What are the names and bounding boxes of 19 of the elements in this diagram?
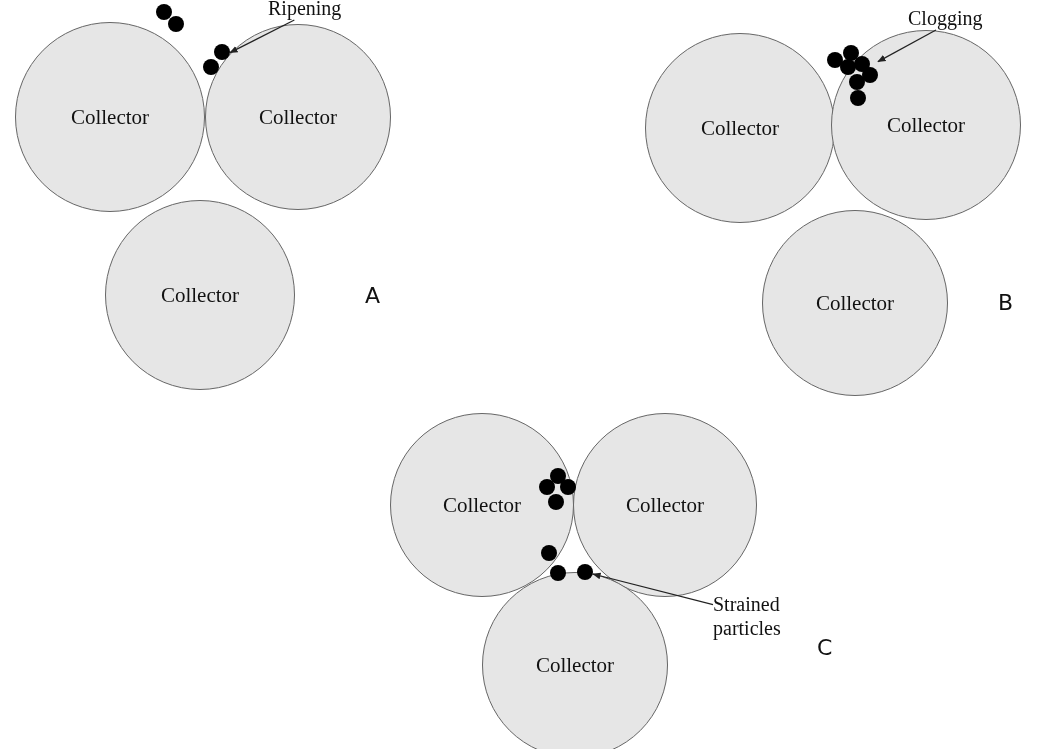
leader-line xyxy=(229,19,295,54)
collector-label: Collector xyxy=(70,104,150,130)
panel-letter: C xyxy=(817,635,833,660)
callout-label: Ripening xyxy=(268,0,368,20)
panel-letter: B xyxy=(998,290,1014,315)
panel-letter: A xyxy=(365,283,381,308)
callout-label: Strained particles xyxy=(713,592,803,640)
collector-label: Collector xyxy=(625,492,705,518)
particle-cluster xyxy=(156,4,184,32)
collector-label: Collector xyxy=(442,492,522,518)
collector-label: Collector xyxy=(160,282,240,308)
collector-label: Collector xyxy=(886,112,966,138)
collector-label: Collector xyxy=(700,115,780,141)
leader-line xyxy=(877,29,937,63)
callout-label: Clogging xyxy=(908,6,1008,30)
collector-label: Collector xyxy=(535,652,615,678)
collector-label: Collector xyxy=(815,290,895,316)
collector-label: Collector xyxy=(258,104,338,130)
leader-line xyxy=(592,572,714,606)
